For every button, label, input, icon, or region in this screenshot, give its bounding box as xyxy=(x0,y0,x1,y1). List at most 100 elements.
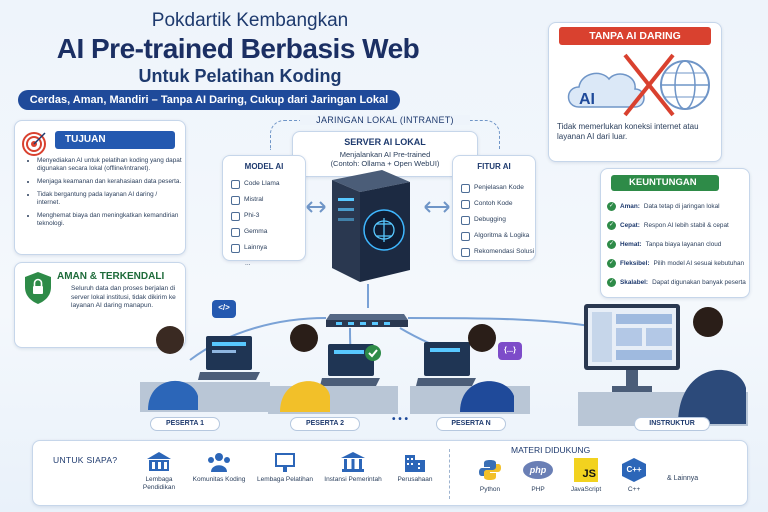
audience-item: Lembaga Pelatihan xyxy=(255,451,315,484)
keuntungan-key: Skalabel: xyxy=(620,279,649,286)
keuntungan-item: ✓ Cepat:Respon AI lebih stabil & cepat xyxy=(607,216,746,235)
double-arrow-icon xyxy=(424,201,450,213)
check-icon: ✓ xyxy=(607,240,616,249)
check-icon: ✓ xyxy=(607,202,616,211)
check-icon: ✓ xyxy=(607,278,616,287)
fitur-label: Rekomendasi Solusi xyxy=(474,248,535,255)
model-more: ... xyxy=(231,256,280,272)
tanpa-ai-card: TANPA AI DARING AI Tidak memerlukan kone… xyxy=(548,22,722,162)
model-icon xyxy=(231,227,240,237)
server-info-box: SERVER AI LOKAL Menjalankan AI Pre-train… xyxy=(292,131,478,177)
participant-n-illustration xyxy=(410,324,530,414)
fitur-ai-title: FITUR AI xyxy=(477,162,511,171)
tanpa-ai-title: TANPA AI DARING xyxy=(559,27,711,45)
tujuan-title: TUJUAN xyxy=(55,131,175,149)
audience-label: Perusahaan xyxy=(397,476,433,483)
server-title: SERVER AI LOKAL xyxy=(344,137,426,147)
code-badge-icon xyxy=(212,300,236,318)
model-icon xyxy=(231,195,240,205)
fitur-item: Debugging xyxy=(461,212,534,228)
title-line-2: AI Pre-trained Berbasis Web xyxy=(56,33,420,64)
model-list: Code Llama Mistral Phi-3 Gemma Lainnya .… xyxy=(231,176,280,272)
peserta-n-label: PESERTA N xyxy=(436,417,506,431)
model-label: Code Llama xyxy=(244,180,280,187)
fitur-item: Rekomendasi Solusi xyxy=(461,244,534,260)
keuntungan-key: Fleksibel: xyxy=(620,260,650,267)
check-icon: ✓ xyxy=(607,259,616,268)
keuntungan-item: ✓Skalabel:Dapat digunakan banyak peserta xyxy=(607,273,746,292)
aman-title: AMAN & TERKENDALI xyxy=(57,271,165,282)
model-icon xyxy=(231,211,240,221)
peserta-2-label: PESERTA 2 xyxy=(290,417,360,431)
fitur-item: Penjelasan Kode xyxy=(461,180,534,196)
no-cloud-ai-icon xyxy=(567,53,710,117)
keuntungan-key: Cepat: xyxy=(620,222,640,229)
server-subtitle: Menjalankan AI Pre-trained (Contoh: Olla… xyxy=(293,150,477,168)
server-subtitle-line: Menjalankan AI Pre-trained xyxy=(339,150,431,159)
fitur-icon xyxy=(461,231,470,241)
php-icon: php xyxy=(523,457,553,483)
audience-label: Instansi Pemerintah xyxy=(324,476,382,483)
tanpa-ai-text: Tidak memerlukan koneksi internet atau l… xyxy=(557,122,699,141)
keuntungan-item: ✓ Fleksibel:Pilih model AI sesuai kebutuh… xyxy=(607,254,746,273)
model-label: Lainnya xyxy=(244,244,268,251)
model-label: Phi-3 xyxy=(244,212,260,219)
fitur-item: Algoritma & Logika xyxy=(461,228,534,244)
keuntungan-text: Pilih model AI sesuai kebutuhan xyxy=(653,260,745,267)
model-item: Phi-3 xyxy=(231,208,280,224)
tujuan-item: Menghemat biaya dan meningkatkan kemandi… xyxy=(37,212,182,228)
bottom-divider xyxy=(449,449,450,499)
keuntungan-key: Hemat: xyxy=(620,241,642,248)
model-item: Mistral xyxy=(231,192,280,208)
government-icon xyxy=(341,452,365,472)
keuntungan-text: Tanpa biaya layanan cloud xyxy=(645,241,722,248)
python-icon xyxy=(475,457,505,483)
audience-item: Instansi Pemerintah xyxy=(323,451,383,484)
audience-label: Lembaga Pendidikan xyxy=(142,476,176,491)
check-icon: ✓ xyxy=(607,221,616,230)
company-icon xyxy=(405,455,425,472)
participant-2-illustration xyxy=(268,324,398,414)
language-item: Python xyxy=(465,457,515,493)
model-item: Lainnya xyxy=(231,240,280,256)
peserta-1-label: PESERTA 1 xyxy=(150,417,220,431)
keuntungan-list: ✓Aman:Data tetap di jaringan lokal ✓Cepa… xyxy=(607,197,746,292)
keuntungan-key: Aman: xyxy=(620,203,640,210)
fitur-icon xyxy=(461,247,470,257)
model-item: Code Llama xyxy=(231,176,280,192)
instruktur-label: INSTRUKTUR xyxy=(634,417,710,431)
keuntungan-item: ✓ Hemat:Tanpa biaya layanan cloud xyxy=(607,235,746,254)
language-item: C++ C++ xyxy=(609,457,659,493)
audience-label: Lembaga Pelatihan xyxy=(256,476,313,483)
training-icon xyxy=(275,453,295,472)
audience-label: Komunitas Koding xyxy=(192,476,246,483)
cpp-icon: C++ xyxy=(619,457,649,483)
audience-item: Komunitas Koding xyxy=(189,451,249,484)
participant-1-illustration xyxy=(140,326,270,412)
audience-item: Lembaga Pendidikan xyxy=(129,451,189,492)
javascript-icon: JS xyxy=(571,457,601,483)
community-icon xyxy=(208,453,230,472)
code-braces-badge-icon xyxy=(498,342,522,360)
code-badge-label: </> xyxy=(218,303,230,312)
server-subtitle-line: (Contoh: Ollama + Open WebUI) xyxy=(330,159,440,168)
audience-item: Perusahaan xyxy=(385,451,445,484)
fitur-ai-box: FITUR AI Penjelasan Kode Contoh Kode Deb… xyxy=(452,155,536,261)
language-label: C++ xyxy=(627,486,641,493)
ai-cloud-label: AI xyxy=(579,91,595,108)
fitur-label: Contoh Kode xyxy=(474,200,513,207)
keuntungan-text: Respon AI lebih stabil & cepat xyxy=(643,222,729,229)
model-label: Mistral xyxy=(244,196,264,203)
model-icon xyxy=(231,243,240,253)
materi-more: & Lainnya xyxy=(667,475,699,482)
model-label: Gemma xyxy=(244,228,268,235)
fitur-icon xyxy=(461,199,470,209)
cpp-logo-text: C++ xyxy=(622,458,646,482)
title-line-3: Untuk Pelatihan Koding xyxy=(138,66,342,86)
fitur-label: Debugging xyxy=(474,216,506,223)
tujuan-list: Menyediakan AI untuk pelatihan koding ya… xyxy=(37,157,182,233)
keuntungan-item: ✓Aman:Data tetap di jaringan lokal xyxy=(607,197,746,216)
network-switch-icon xyxy=(326,314,408,327)
keuntungan-card: KEUNTUNGAN ✓Aman:Data tetap di jaringan … xyxy=(600,168,750,298)
aman-card: AMAN & TERKENDALI Seluruh data dan prose… xyxy=(14,262,186,348)
